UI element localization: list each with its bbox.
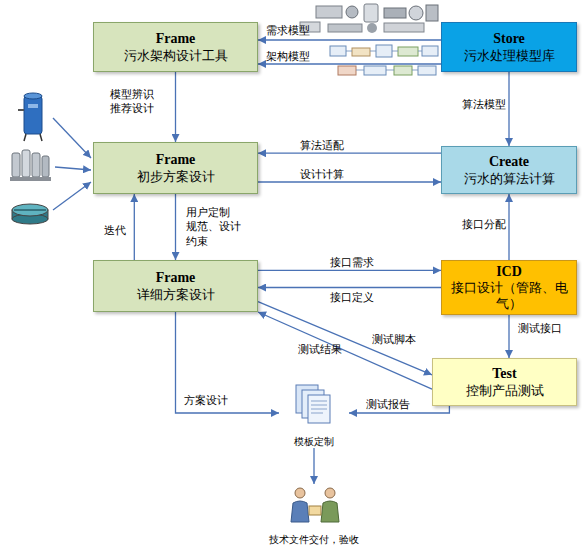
box-title: Frame [156, 152, 196, 169]
connector-arrow [258, 287, 441, 288]
connector-arrow [508, 315, 509, 358]
input-arrows [53, 118, 91, 210]
box-title: Frame [156, 31, 196, 48]
connector-arrow [258, 181, 441, 182]
box-title: Test [492, 366, 516, 383]
box-text: 模板定制 [294, 436, 334, 448]
box-text: 详细方案设计 [137, 287, 215, 303]
connector-arrow [258, 312, 432, 389]
process-box: Frame初步方案设计 [93, 142, 258, 194]
icon-node: 技术文件交付，验收 [234, 484, 394, 546]
connector-arrow [176, 312, 280, 413]
connector-arrow [508, 194, 509, 260]
connector-arrow [258, 153, 441, 154]
connector-arrow [258, 39, 441, 40]
box-text: 污水处理模型库 [464, 48, 555, 64]
edge-label: 接口需求 [330, 256, 374, 270]
connector-arrow [258, 63, 441, 64]
edge-label: 模型辨识 推荐设计 [110, 88, 166, 117]
edge-label: 用户定制 规范、设计 约束 [186, 206, 248, 249]
process-box: Create污水的算法计算 [441, 146, 577, 194]
edge-label: 算法模型 [462, 98, 506, 112]
box-text: 控制产品测试 [466, 383, 544, 399]
connector-arrow [313, 448, 314, 484]
edge-label: 测试结果 [298, 343, 342, 357]
edge-label: 测试脚本 [372, 333, 416, 347]
edge-label: 迭代 [104, 224, 126, 238]
connector-arrow [258, 302, 432, 375]
process-box: Store污水处理模型库 [441, 22, 577, 72]
connector-arrow [258, 270, 441, 271]
box-title: Frame [156, 270, 196, 287]
connector-arrow [508, 72, 509, 146]
connector-arrow [175, 72, 176, 142]
connector-arrow [175, 194, 176, 260]
people-icon [291, 488, 339, 522]
edge-label: 架构模型 [266, 50, 310, 64]
box-text: 初步方案设计 [137, 169, 215, 185]
edge-label: 接口定义 [330, 291, 374, 305]
process-box: ICD接口设计（管路、电气） [441, 260, 577, 315]
box-text: 技术文件交付，验收 [269, 534, 359, 546]
edge-label: 接口分配 [462, 218, 506, 232]
box-title: Store [493, 31, 525, 48]
connector-arrow [134, 194, 135, 260]
process-box: Test控制产品测试 [432, 358, 577, 406]
icon-node: 模板定制 [279, 382, 349, 448]
edge-label: 测试接口 [518, 322, 562, 336]
edge-label: 测试报告 [366, 398, 410, 412]
equipment-silos [10, 150, 51, 181]
equipment-tank [18, 93, 42, 141]
edge-label: 需求模型 [266, 24, 310, 38]
document-icon [296, 385, 330, 423]
model-collage [300, 4, 438, 75]
edge-label: 设计计算 [300, 168, 344, 182]
process-box: Frame污水架构设计工具 [93, 22, 258, 72]
box-title: Create [489, 154, 529, 171]
process-box: Frame详细方案设计 [93, 260, 258, 312]
box-text: 污水的算法计算 [464, 171, 555, 187]
box-text: 污水架构设计工具 [124, 48, 228, 64]
box-text: 接口设计（管路、电气） [442, 280, 576, 311]
edge-label: 方案设计 [184, 394, 228, 408]
equipment-round-tank [12, 204, 48, 224]
edge-label: 算法适配 [300, 139, 344, 153]
box-title: ICD [496, 264, 522, 281]
